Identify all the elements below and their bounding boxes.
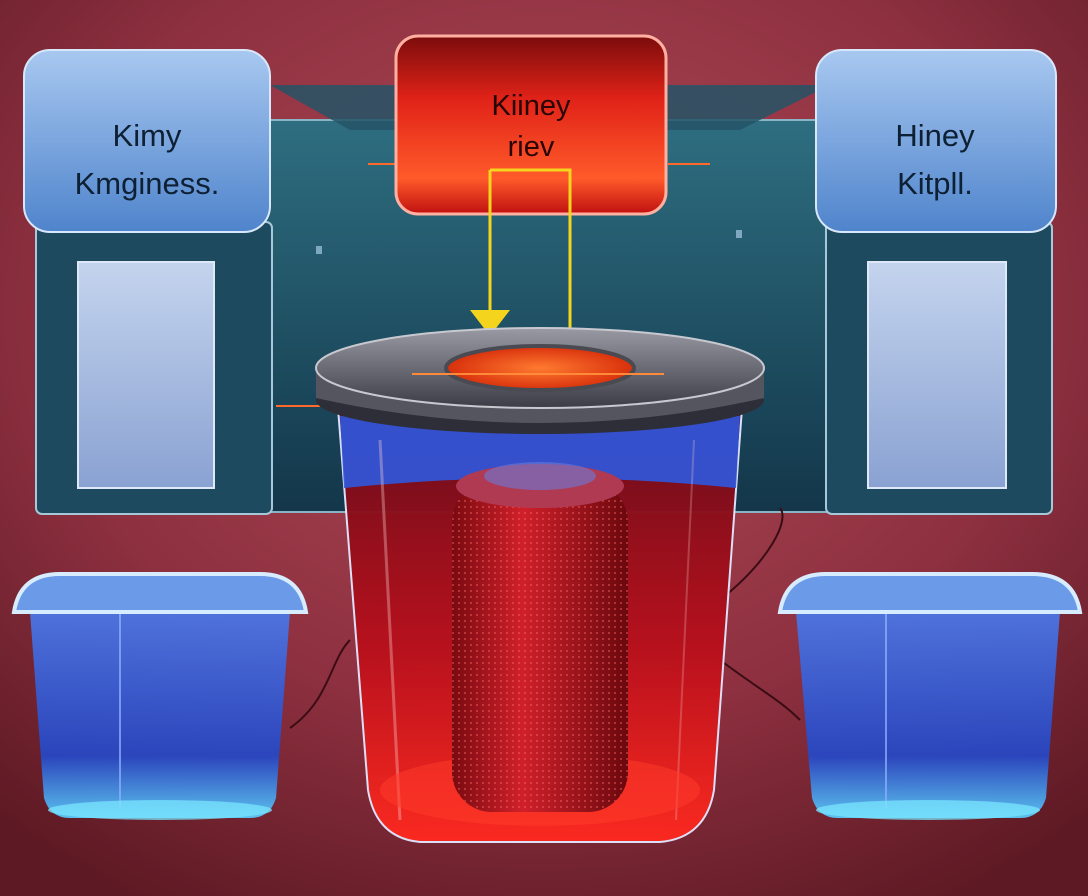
jar-lid bbox=[315, 327, 765, 434]
center-label-line-2: riev bbox=[507, 130, 555, 163]
right-label-line-2: Kitpll. bbox=[897, 166, 973, 202]
left-label-line-2: Kmginess. bbox=[74, 166, 220, 202]
right-window bbox=[867, 261, 1007, 489]
wire bbox=[719, 507, 784, 601]
indicator-dot bbox=[316, 246, 322, 254]
left-label: Kimy Kmginess. bbox=[40, 112, 254, 208]
right-label-box bbox=[815, 49, 1057, 233]
center-label: Kiiney riev bbox=[420, 86, 642, 167]
inner-cylinder bbox=[452, 462, 628, 812]
wire bbox=[719, 659, 801, 721]
arrow-head-icon bbox=[470, 310, 510, 336]
right-blue-container bbox=[777, 572, 1083, 820]
wire bbox=[289, 639, 351, 729]
left-blue-container bbox=[11, 572, 309, 820]
left-label-line-1: Kimy bbox=[112, 118, 182, 153]
center-label-box bbox=[394, 34, 668, 216]
indicator-dot bbox=[736, 230, 742, 238]
right-label-line-1: Hiney bbox=[895, 118, 975, 153]
right-label: Hiney Kitpll. bbox=[830, 112, 1040, 208]
center-label-line-1: Kiiney bbox=[491, 90, 571, 122]
left-window bbox=[77, 261, 215, 489]
arrow-line bbox=[490, 168, 572, 334]
left-label-box bbox=[23, 49, 271, 233]
